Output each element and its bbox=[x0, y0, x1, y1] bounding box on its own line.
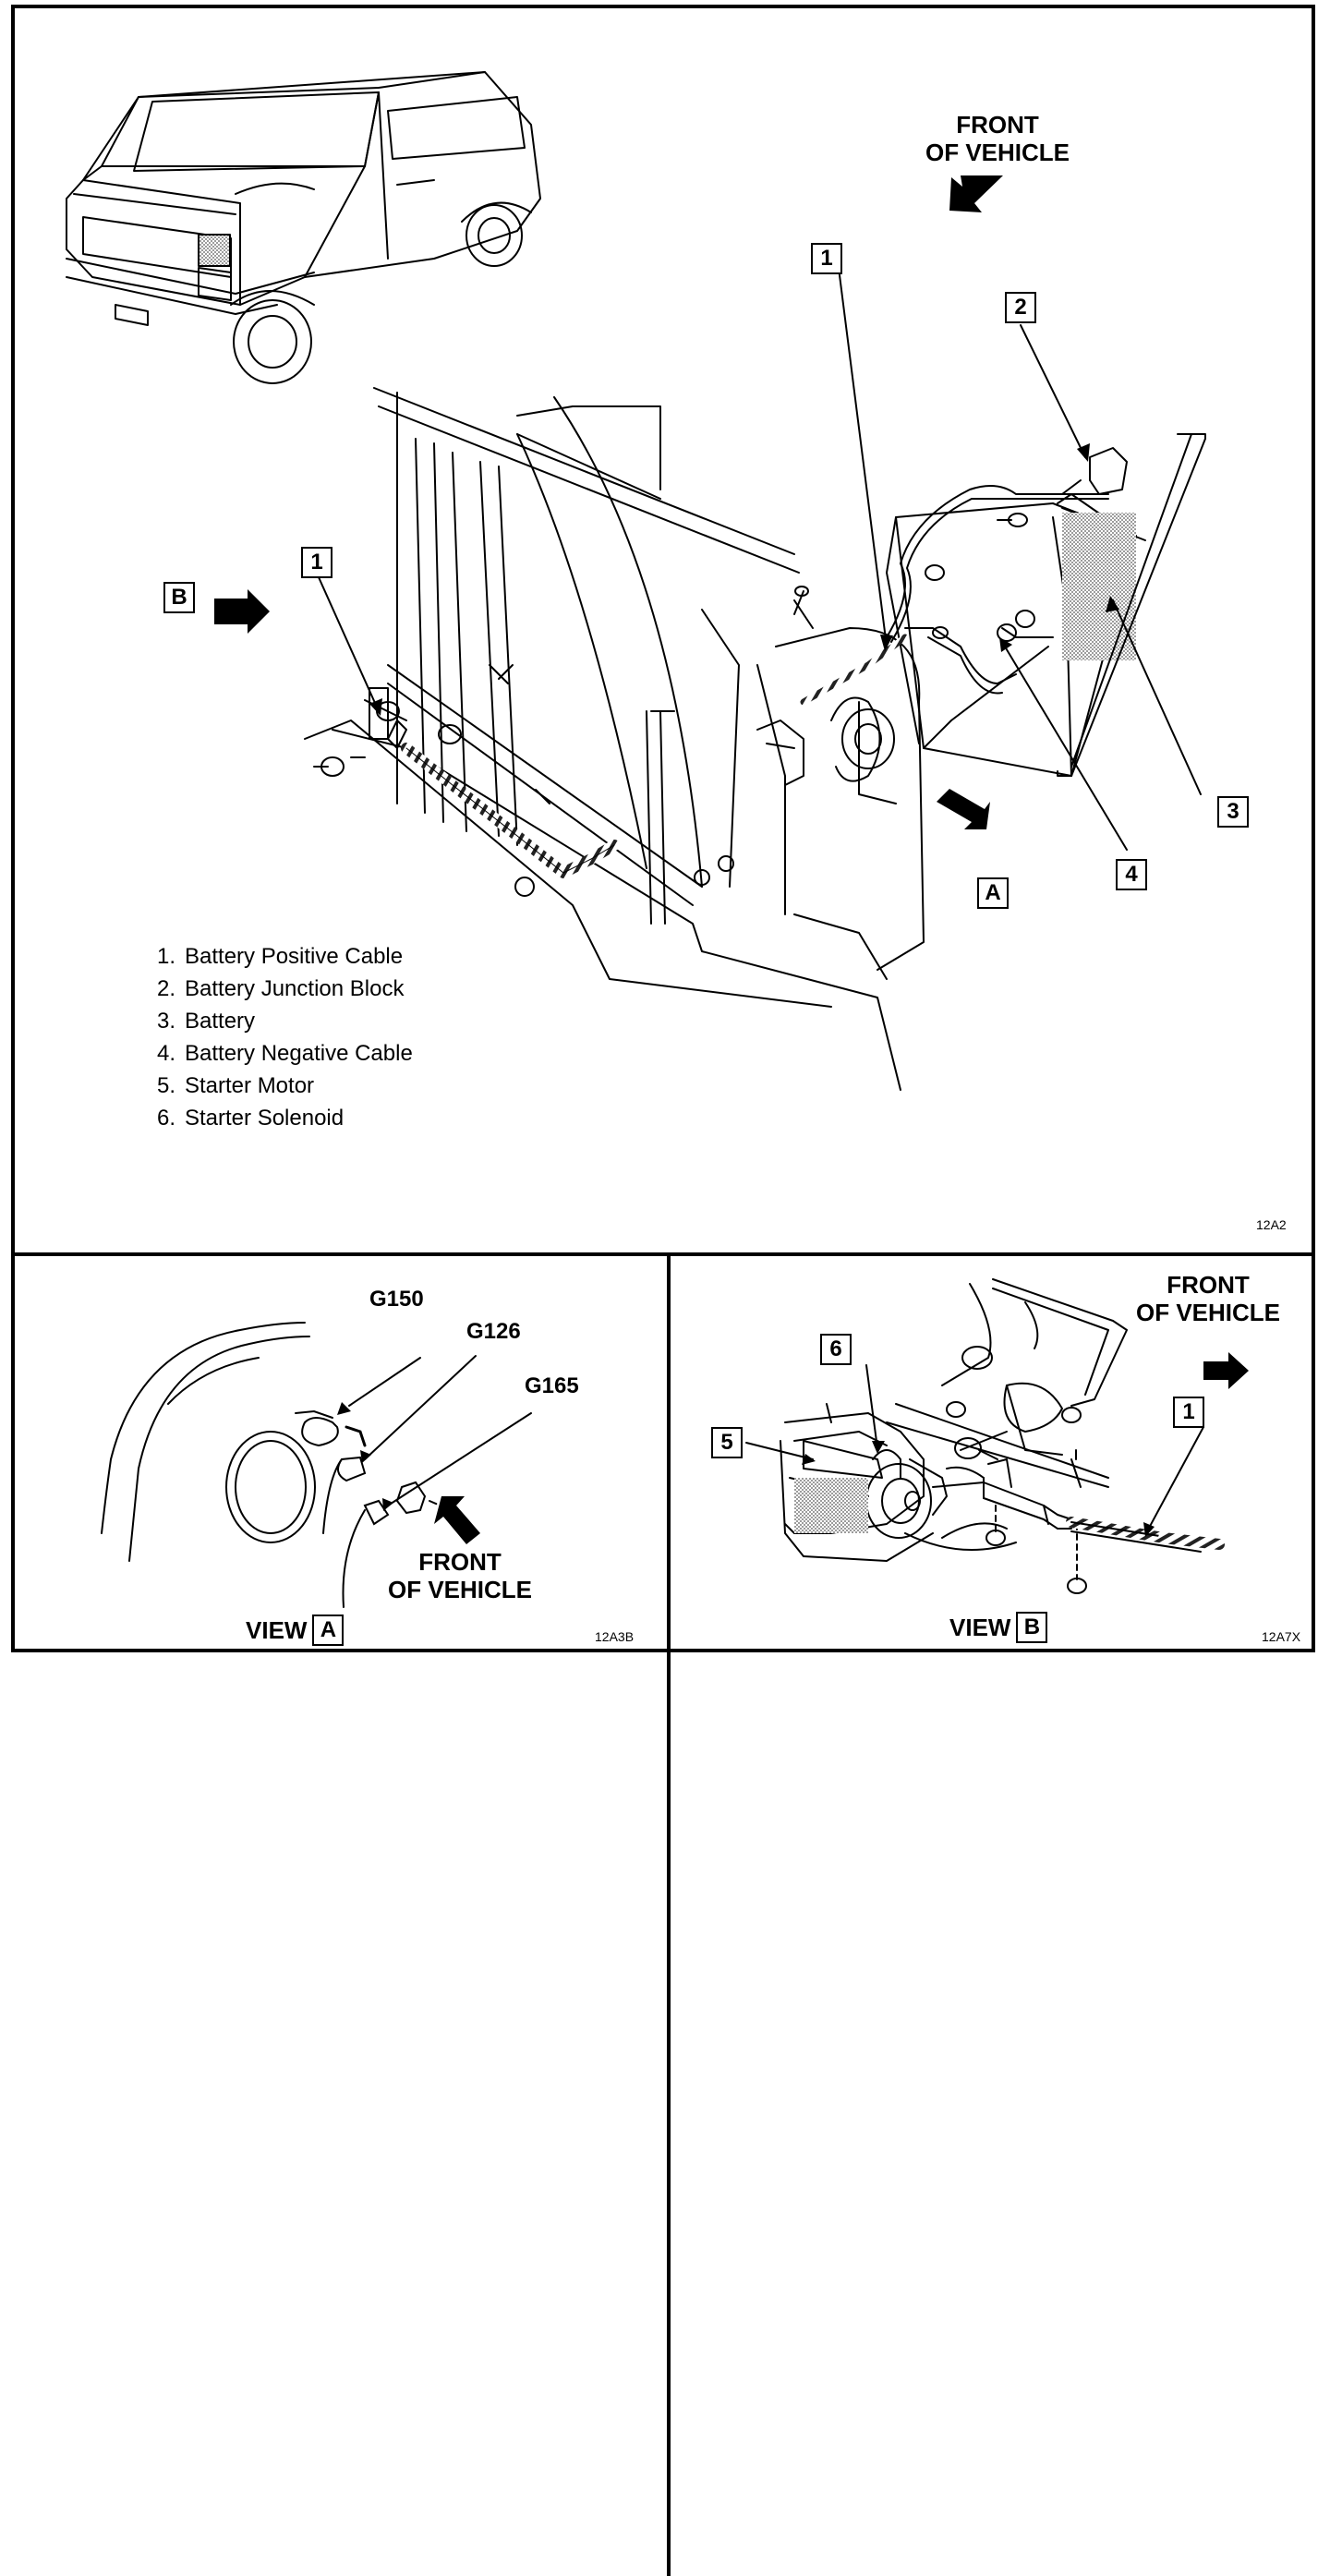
main-illustration bbox=[66, 71, 1206, 1091]
legend-item: 5.Starter Motor bbox=[156, 1073, 315, 1098]
ground-g165-label: G165 bbox=[525, 1373, 579, 1398]
ground-g126-label: G126 bbox=[466, 1319, 521, 1344]
callout-1-upper: 1 bbox=[811, 243, 842, 274]
view-a-illustration bbox=[101, 1322, 532, 1608]
front-arrow-main bbox=[949, 175, 1003, 212]
figure-code-main: 12A2 bbox=[1256, 1217, 1287, 1232]
parts-legend: 1.Battery Positive Cable 2.Battery Junct… bbox=[135, 940, 413, 1134]
front-arrow-view-a bbox=[434, 1496, 480, 1544]
callout-2: 2 bbox=[1005, 292, 1036, 323]
callout-1-left: 1 bbox=[301, 547, 332, 578]
figure-code-view-a: 12A3B bbox=[595, 1629, 635, 1644]
legend-item: 1.Battery Positive Cable bbox=[156, 944, 404, 969]
battery-drawing bbox=[886, 433, 1206, 777]
callout-5: 5 bbox=[711, 1427, 743, 1458]
callout-1-view-b: 1 bbox=[1173, 1397, 1204, 1428]
panel-divider-horizontal bbox=[11, 1252, 1315, 1256]
front-arrow-view-b bbox=[1203, 1352, 1249, 1389]
callout-6: 6 bbox=[820, 1334, 852, 1365]
legend-item: 3.Battery bbox=[156, 1009, 256, 1034]
front-of-vehicle-main: FRONT OF VEHICLE bbox=[925, 111, 1070, 166]
engine-bay-drawing bbox=[304, 387, 925, 1091]
front-of-vehicle-view-a: FRONT OF VEHICLE bbox=[387, 1548, 532, 1603]
legend-item: 6.Starter Solenoid bbox=[156, 1106, 345, 1131]
legend-item: 4.Battery Negative Cable bbox=[156, 1041, 413, 1066]
view-a-marker: A bbox=[977, 877, 1009, 909]
view-b-arrow bbox=[214, 589, 270, 634]
junction-block-drawing bbox=[1089, 447, 1128, 495]
view-b-caption: VIEW B bbox=[949, 1612, 1048, 1643]
front-of-vehicle-view-b: FRONT OF VEHICLE bbox=[1135, 1271, 1280, 1326]
callout-4: 4 bbox=[1116, 859, 1147, 890]
callout-3: 3 bbox=[1217, 796, 1249, 828]
figure-code-view-b: 12A7X bbox=[1262, 1629, 1301, 1644]
legend-item: 2.Battery Junction Block bbox=[156, 976, 405, 1001]
ground-g150-label: G150 bbox=[369, 1287, 424, 1312]
figure-frame bbox=[11, 5, 1315, 1652]
view-a-caption: VIEW A bbox=[246, 1615, 345, 1646]
van-overview-drawing bbox=[66, 71, 541, 384]
view-b-illustration bbox=[745, 1278, 1249, 1594]
view-b-marker: B bbox=[163, 582, 195, 613]
view-a-arrow bbox=[937, 789, 990, 829]
positive-cable-right bbox=[800, 634, 909, 706]
